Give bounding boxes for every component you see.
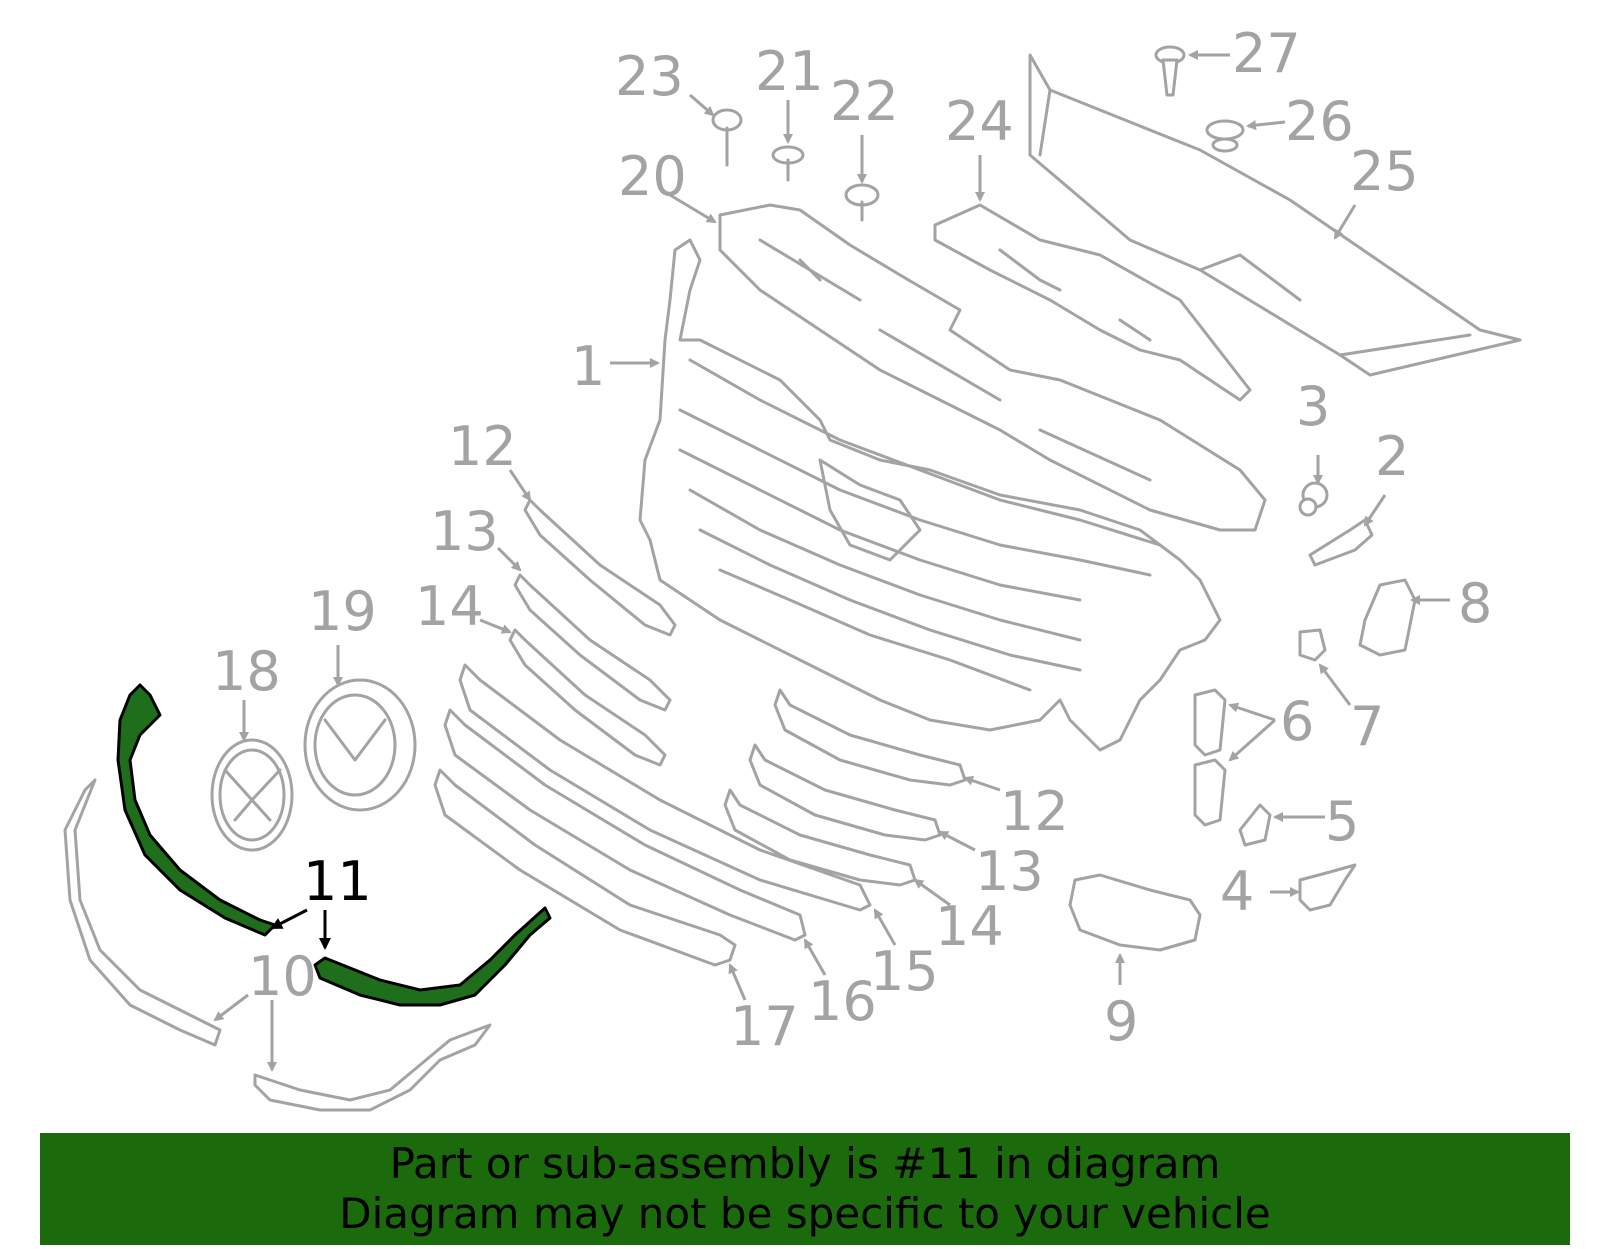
callout-21: 21 <box>755 40 824 103</box>
callout-11: 11 <box>303 850 372 913</box>
callout-27: 27 <box>1232 22 1301 85</box>
part-10-molding-left <box>63 778 222 1047</box>
banner-line-1: Part or sub-assembly is #11 in diagram <box>389 1139 1221 1188</box>
part-26-clip <box>1205 119 1245 153</box>
part-3-clip <box>1298 481 1329 517</box>
part-8-bracket <box>1358 578 1417 657</box>
callout-4: 4 <box>1220 860 1254 923</box>
callout-14-lower: 14 <box>935 895 1004 958</box>
callout-20: 20 <box>618 145 687 208</box>
part-12-strip-lower <box>773 688 967 787</box>
callout-19: 19 <box>308 580 377 643</box>
part-22-clip <box>844 183 880 222</box>
callout-16: 16 <box>808 970 877 1033</box>
callout-10: 10 <box>248 945 317 1008</box>
part-23-clip <box>711 108 743 167</box>
part-13-strip-lower <box>748 743 942 842</box>
callout-13-upper: 13 <box>430 500 499 563</box>
part-4-clip <box>1298 863 1357 912</box>
callout-6: 6 <box>1280 690 1314 753</box>
part-16-strip <box>443 708 807 942</box>
parts-diagram: 1 2 3 4 5 6 7 8 9 10 11 12 12 13 13 14 1… <box>63 22 1522 1112</box>
callout-25: 25 <box>1350 140 1419 203</box>
part-20-reinforcement <box>718 203 1267 532</box>
callout-23: 23 <box>615 45 684 108</box>
part-25-upper-panel <box>1028 53 1522 377</box>
callout-15: 15 <box>870 940 939 1003</box>
part-2-screw <box>1308 518 1374 567</box>
callout-12-upper: 12 <box>448 415 517 478</box>
part-6-bracket-upper <box>1193 688 1227 757</box>
callout-22: 22 <box>830 70 899 133</box>
part-17-strip <box>433 768 737 967</box>
part-15-strip <box>458 663 872 912</box>
part-19-emblem-base <box>303 678 417 812</box>
part-14-strip-lower <box>723 788 917 887</box>
callout-17: 17 <box>730 995 799 1058</box>
callout-1: 1 <box>571 335 605 398</box>
callout-3: 3 <box>1296 375 1330 438</box>
part-5-clip <box>1238 803 1272 847</box>
part-1-grille <box>638 238 1222 752</box>
callout-13-lower: 13 <box>975 840 1044 903</box>
part-10-molding-bottom <box>253 1023 492 1112</box>
part-12-strip-upper <box>523 498 677 637</box>
part-21-clip <box>771 145 805 182</box>
callout-2: 2 <box>1375 425 1409 488</box>
part-14-strip-upper <box>508 628 667 767</box>
callout-18: 18 <box>212 640 281 703</box>
banner-line-2: Diagram may not be specific to your vehi… <box>339 1189 1271 1238</box>
callout-26: 26 <box>1285 90 1354 153</box>
leader-lines <box>213 50 1450 1072</box>
info-banner: Part or sub-assembly is #11 in diagram D… <box>40 1133 1570 1245</box>
callout-5: 5 <box>1325 790 1359 853</box>
callout-14-upper: 14 <box>415 575 484 638</box>
callout-12-lower: 12 <box>1000 780 1069 843</box>
part-24-bracket <box>933 203 1252 402</box>
callout-24: 24 <box>945 90 1014 153</box>
callout-7: 7 <box>1350 695 1384 758</box>
part-9-bracket <box>1068 873 1202 952</box>
callout-labels: 1 2 3 4 5 6 7 8 9 10 11 12 12 13 13 14 1… <box>212 22 1492 1058</box>
part-6-bracket-lower <box>1193 758 1227 827</box>
part-27-clip <box>1154 45 1186 97</box>
part-11-molding-left <box>116 683 277 937</box>
part-7-clip <box>1298 628 1327 662</box>
part-13-strip-upper <box>513 573 672 712</box>
callout-8: 8 <box>1458 572 1492 635</box>
part-11-molding-right <box>313 906 552 1007</box>
part-18-emblem <box>210 738 294 852</box>
callout-9: 9 <box>1104 990 1138 1053</box>
